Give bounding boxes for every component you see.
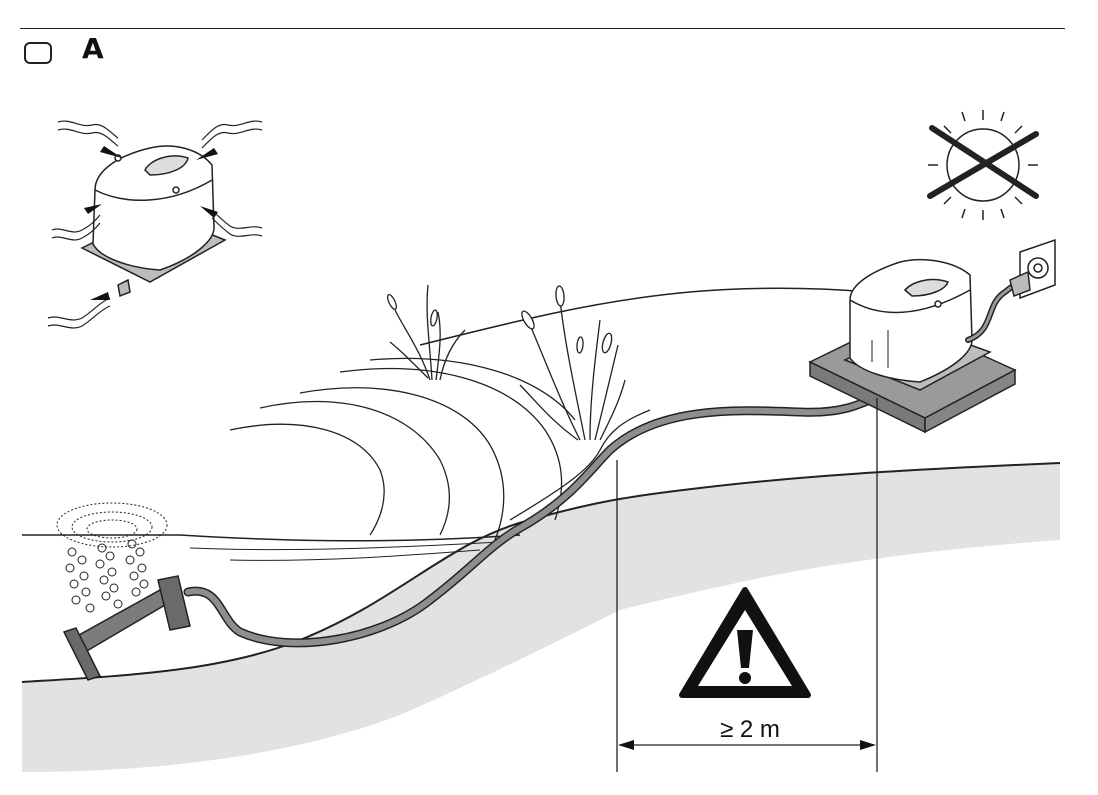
ground-soil — [22, 463, 1060, 772]
far-bank — [419, 287, 871, 346]
air-diffuser — [62, 575, 191, 681]
reeds-small — [387, 284, 466, 381]
surface-rings — [56, 502, 168, 548]
distance-label: ≥ 2 m — [720, 716, 780, 743]
section-checkbox[interactable] — [24, 42, 52, 64]
power-cable-fill — [966, 280, 1020, 342]
section-label: A — [82, 32, 104, 65]
distance-dimension — [616, 398, 878, 772]
water-surface — [22, 534, 521, 542]
pond-contours — [229, 357, 576, 541]
power-socket-icon — [1009, 238, 1056, 300]
airflow-arrows — [84, 146, 218, 300]
power-cable — [965, 279, 1021, 343]
no-direct-sunlight-icon — [927, 110, 1039, 220]
air-hose-fill — [185, 392, 883, 646]
air-bubbles — [65, 539, 149, 613]
warning-triangle-icon — [679, 587, 811, 698]
reeds-large — [519, 285, 626, 441]
water-ripple-2 — [229, 549, 481, 561]
water-ripple-1 — [189, 541, 501, 551]
dimension-arrowheads — [618, 740, 876, 750]
near-bank — [509, 409, 651, 521]
top-rule — [20, 28, 1065, 29]
pump-airflow-illustration — [80, 145, 227, 298]
